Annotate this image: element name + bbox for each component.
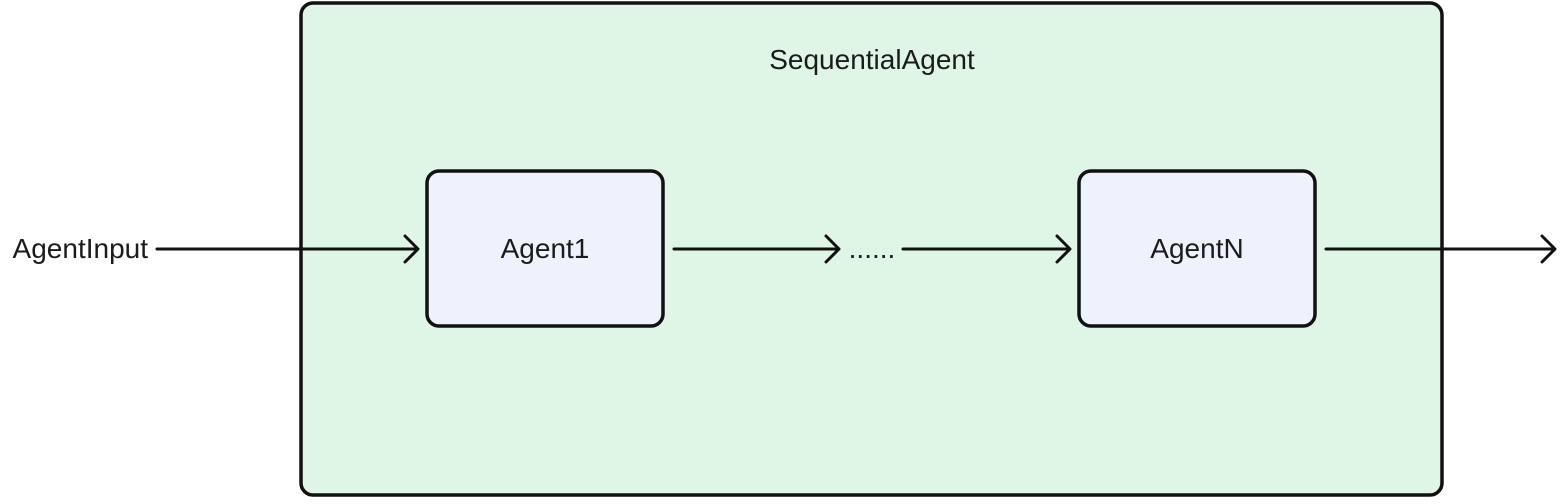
arrow-agent1-to-ellipsis: [672, 234, 841, 264]
agent-box-last: [1077, 169, 1317, 328]
arrow-input-to-agent1: [155, 234, 420, 264]
agent-last-label: AgentN: [1150, 233, 1243, 264]
agent-first-label: Agent1: [501, 233, 590, 264]
agent-input-label: AgentInput: [13, 233, 149, 264]
container-title: SequentialAgent: [769, 44, 975, 75]
agent-box-first: [425, 169, 665, 328]
arrow-ellipsis-to-agentN: [901, 234, 1072, 264]
ellipsis-label: ......: [849, 233, 896, 264]
arrow-agentN-output: [1324, 234, 1557, 264]
